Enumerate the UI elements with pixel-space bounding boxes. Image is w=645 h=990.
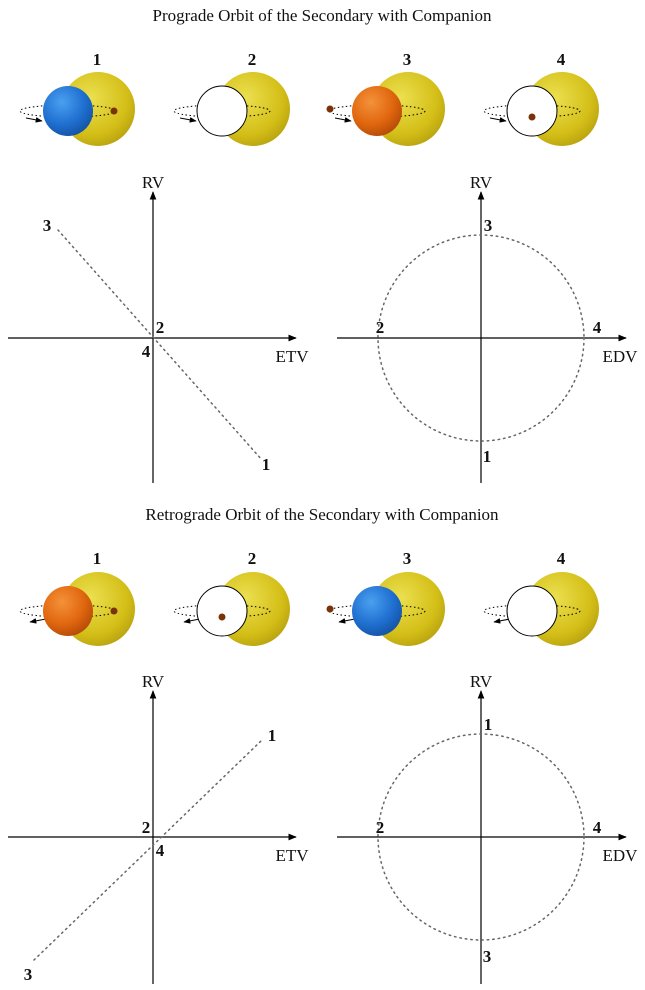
companion-body (326, 605, 334, 613)
companion-body (218, 613, 226, 621)
etv-rv-track (57, 229, 263, 461)
y-axis-label: RV (142, 173, 165, 192)
companion-body (528, 113, 536, 121)
x-axis-label: ETV (275, 846, 309, 865)
retrograde-title: Retrograde Orbit of the Secondary with C… (145, 505, 499, 524)
point-label-1: 1 (483, 447, 492, 466)
point-label-1: 1 (484, 715, 493, 734)
phase-number: 4 (557, 549, 566, 568)
phase-number: 1 (93, 549, 102, 568)
point-label-2: 2 (376, 318, 385, 337)
orbit-direction-arrow (25, 117, 43, 123)
etv-rv-track (33, 739, 263, 961)
retrograde-phase-2: 2 (173, 549, 290, 646)
prograde-edv-plot: RV EDV 3 2 4 1 (337, 173, 638, 483)
prograde-etv-plot: RV ETV 3 2 4 1 (8, 173, 309, 483)
point-label-3: 3 (484, 216, 493, 235)
orbit-direction-arrow (183, 618, 201, 624)
point-label-4: 4 (142, 342, 151, 361)
retrograde-phase-4: 4 (483, 549, 599, 646)
y-axis-label: RV (142, 672, 165, 691)
companion-body (326, 105, 334, 113)
point-label-4: 4 (593, 818, 602, 837)
point-label-4: 4 (156, 841, 165, 860)
y-axis-label: RV (470, 672, 493, 691)
phase-number: 2 (248, 549, 257, 568)
secondary-star-orange (43, 586, 93, 636)
orbit-direction-arrow (29, 618, 47, 624)
phase-number: 2 (248, 50, 257, 69)
x-axis-label: ETV (275, 347, 309, 366)
edv-rv-track (377, 234, 585, 442)
phase-number: 1 (93, 50, 102, 69)
phase-number: 3 (403, 549, 412, 568)
orbit-direction-arrow (334, 117, 352, 123)
point-label-3: 3 (43, 216, 52, 235)
secondary-star-white (506, 585, 558, 637)
y-axis-label: RV (470, 173, 493, 192)
point-label-3: 3 (24, 965, 33, 984)
prograde-title: Prograde Orbit of the Secondary with Com… (153, 6, 492, 25)
point-label-2: 2 (376, 818, 385, 837)
phase-number: 3 (403, 50, 412, 69)
orbit-direction-arrow (493, 618, 511, 624)
secondary-star-white (506, 85, 558, 137)
point-label-1: 1 (268, 726, 277, 745)
point-label-2: 2 (156, 318, 165, 337)
companion-body (110, 607, 118, 615)
point-label-3: 3 (483, 947, 492, 966)
retrograde-phase-3: 3 (326, 549, 445, 646)
secondary-star-white (196, 585, 248, 637)
phase-number: 4 (557, 50, 566, 69)
secondary-star-white (196, 85, 248, 137)
point-label-1: 1 (262, 455, 271, 474)
retrograde-phase-1: 1 (19, 549, 135, 646)
secondary-star-orange (352, 86, 402, 136)
companion-body (110, 107, 118, 115)
x-axis-label: EDV (603, 846, 639, 865)
orbit-direction-arrow (338, 618, 356, 624)
point-label-4: 4 (593, 318, 602, 337)
secondary-star-blue (352, 586, 402, 636)
orbit-direction-arrow (489, 117, 507, 123)
prograde-phase-3: 3 (326, 50, 445, 146)
prograde-phase-2: 2 (173, 50, 290, 146)
retrograde-edv-plot: RV EDV 1 2 4 3 (337, 672, 638, 984)
secondary-star-blue (43, 86, 93, 136)
prograde-phase-4: 4 (483, 50, 599, 146)
x-axis-label: EDV (603, 347, 639, 366)
orbit-direction-arrow (179, 117, 197, 123)
edv-rv-track (377, 733, 585, 941)
retrograde-etv-plot: RV ETV 1 2 4 3 (8, 672, 309, 984)
prograde-phase-1: 1 (19, 50, 135, 146)
point-label-2: 2 (142, 818, 151, 837)
